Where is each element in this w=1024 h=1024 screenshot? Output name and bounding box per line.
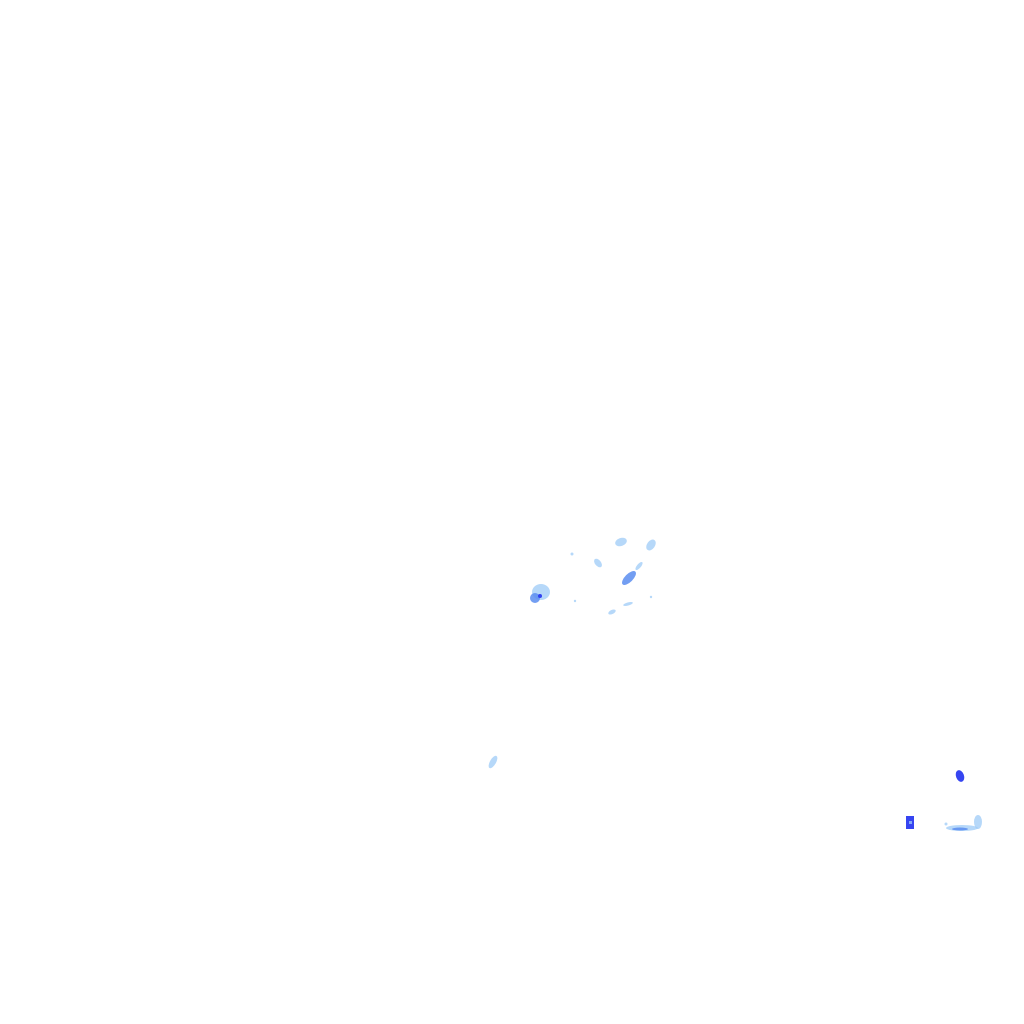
rain-echo [955, 770, 965, 782]
echo-cluster-southeast-scatter [944, 815, 982, 831]
rain-echo [944, 822, 948, 826]
rain-echo [646, 539, 656, 551]
rain-echo [623, 602, 633, 606]
rain-echo [909, 821, 912, 824]
rain-echo [952, 827, 968, 831]
rain-echo [608, 609, 616, 615]
rain-echo [538, 594, 542, 598]
echo-cluster-south-isolated-cell [488, 755, 498, 769]
rain-echo [594, 558, 602, 568]
rain-echo [530, 593, 540, 603]
echo-cluster-central-west-cell [530, 584, 550, 603]
echo-cluster-southeast-west-cell [906, 816, 914, 829]
rain-echo [974, 815, 982, 829]
rain-echo [615, 537, 627, 547]
rain-echo [570, 552, 574, 556]
rain-echo [622, 571, 636, 585]
rain-echo [635, 561, 643, 571]
rain-echo [649, 595, 653, 599]
echo-cluster-southeast-north-cell [955, 770, 965, 782]
rain-echo [488, 755, 498, 769]
echo-cluster-central-band [570, 537, 656, 615]
rain-echo [573, 599, 577, 603]
